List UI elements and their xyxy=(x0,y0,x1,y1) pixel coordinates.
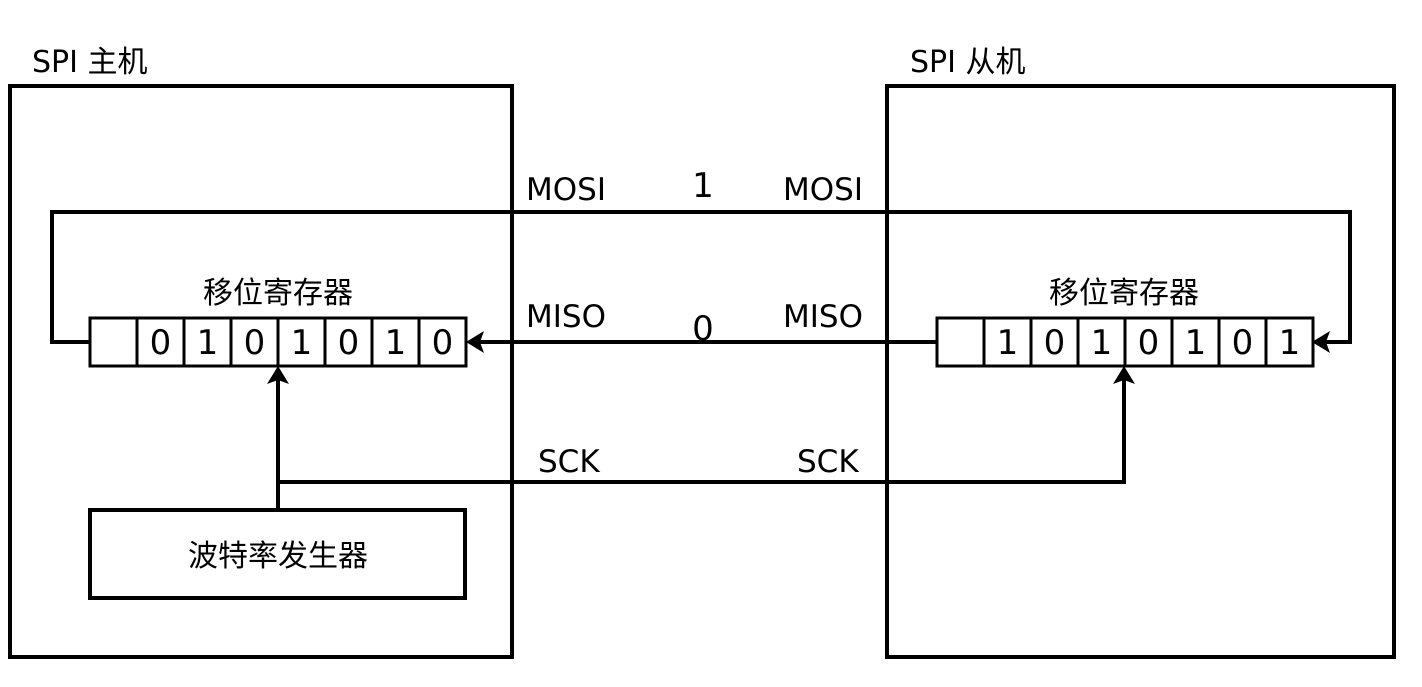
slave-box xyxy=(885,84,1396,659)
baud-generator-box xyxy=(88,508,467,600)
mosi-arrow-head xyxy=(1312,331,1330,353)
mosi-line xyxy=(50,210,1352,344)
slave-register-bit: 1 xyxy=(1185,323,1207,363)
slave-register-label: 移位寄存器 xyxy=(1049,276,1199,311)
mosi-bit-value: 1 xyxy=(692,166,714,206)
master-register-bit: 0 xyxy=(338,323,360,363)
baud-generator-label: 波特率发生器 xyxy=(188,539,368,574)
sck-slave-label: SCK xyxy=(797,444,859,480)
master-register-bit: 0 xyxy=(244,323,266,363)
sck-master-label: SCK xyxy=(538,444,600,480)
master-title: SPI 主机 xyxy=(32,45,148,80)
master-register-bit: 1 xyxy=(385,323,407,363)
sck-slave-arrow-head xyxy=(1113,366,1135,384)
master-register-label: 移位寄存器 xyxy=(203,276,353,311)
master-box xyxy=(8,84,514,659)
master-register-bit: 1 xyxy=(197,323,219,363)
miso-slave-label: MISO xyxy=(783,299,863,335)
slave-register-bit: 1 xyxy=(1091,323,1113,363)
slave-register-bit: 0 xyxy=(1138,323,1160,363)
sck-line xyxy=(278,380,1126,484)
miso-arrow-head xyxy=(466,331,484,353)
master-register-bit: 0 xyxy=(150,323,172,363)
slave-title: SPI 从机 xyxy=(910,45,1026,80)
mosi-slave-label: MOSI xyxy=(783,172,863,208)
sck-master-arrow-head xyxy=(267,366,289,384)
slave-register-bit: 0 xyxy=(1232,323,1254,363)
slave-register-bit: 1 xyxy=(1279,323,1301,363)
slave-register-bit: 0 xyxy=(1044,323,1066,363)
master-register-bit: 1 xyxy=(291,323,313,363)
miso-bit-value: 0 xyxy=(692,309,714,349)
master-register-bit: 0 xyxy=(432,323,454,363)
slave-register-bit: 1 xyxy=(997,323,1019,363)
miso-master-label: MISO xyxy=(526,299,606,335)
mosi-master-label: MOSI xyxy=(526,172,606,208)
